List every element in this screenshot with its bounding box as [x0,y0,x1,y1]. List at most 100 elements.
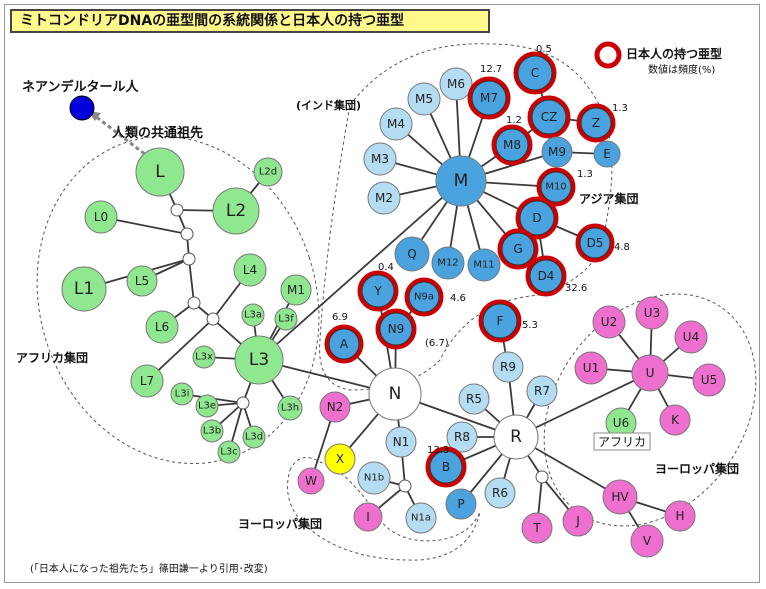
node-circle [445,488,477,520]
junction-node [180,227,194,241]
node-circle [692,363,726,397]
node-l1: L1 [61,266,107,312]
node-label: D5 [587,236,604,250]
africa-group-label: アフリカ集団 [16,350,88,365]
node-m2: M2 [367,181,401,215]
node-i: I [353,502,383,532]
node-label: U4 [683,330,699,344]
japanese-ring [575,223,615,263]
node-circle [319,391,351,423]
node-circle [280,274,312,306]
node-m6: M6 [439,67,473,101]
node-r9: R9 [492,351,524,383]
node-l3i: L3i [170,382,194,406]
node-x: X [324,443,356,475]
node-circle [367,181,401,215]
node-circle [130,364,164,398]
node-circle [519,200,555,236]
frequency-label: 0.5 [536,44,552,55]
node-n1b: N1b [357,461,391,495]
node-label: M [454,171,469,191]
frequency-label: 6.9 [332,312,348,323]
node-circle [541,136,573,168]
node-label: R [510,427,522,447]
node-circle [242,425,266,449]
node-circle [277,395,303,421]
edge-R-U [515,372,651,438]
frequency-label: 12.7 [480,64,502,75]
node-label: L3f [278,314,294,325]
node-circle [630,524,664,558]
node-circle [61,266,107,312]
node-m3: M3 [363,142,397,176]
europe-group-right-label: ヨーロッパ集団 [655,461,739,476]
edge-j3-j4 [188,258,195,304]
node-label: M11 [473,260,494,271]
node-label: U6 [613,416,629,430]
node-circle [580,107,612,139]
legend-ring-icon [594,41,622,69]
node-circle [145,310,179,344]
node-circle [379,312,413,346]
node-label: L3x [195,352,213,363]
node-label: N1a [411,513,431,524]
node-circle [385,426,417,458]
europe-region-right [543,293,757,527]
node-n9: N9(6.7) [375,308,449,350]
node-label: L3h [281,403,299,414]
node-l2: L2 [212,187,260,235]
node-m: M [435,155,487,207]
node-label: U2 [601,315,617,329]
node-l0: L0 [84,200,118,234]
node-label: U3 [644,306,660,320]
node-circle [635,296,669,330]
node-circle [540,171,572,203]
node-l3c: L3c [217,440,241,464]
node-label: U5 [701,373,717,387]
node-label: R8 [454,430,470,444]
edge-L3-M [258,180,462,361]
node-l7: L7 [130,364,164,398]
node-n1a: N1a [405,502,437,534]
node-label: L6 [155,320,169,334]
node-circle [200,419,224,443]
node-circle [363,142,397,176]
node-m4: M4 [379,107,413,141]
node-label: M10 [545,182,566,193]
node-n1: N1 [385,426,417,458]
node-label: L3i [175,389,190,400]
node-u6: U6 [605,407,637,439]
legend-sub: 数値は頻度(%) [648,63,715,76]
node-label: W [305,474,317,488]
japanese-ring [467,76,511,120]
labels-layer: ネアンデルタール人 人類の共通祖先 アフリカ集団 (インド集団) アジア集団 ヨ… [16,41,739,575]
node-label: L7 [140,374,154,388]
junction-node [535,470,549,484]
node-l6: L6 [145,310,179,344]
node-label: E [603,147,611,161]
node-label: H [675,509,684,523]
node-circle [492,351,524,383]
node-circle [562,505,594,537]
japanese-ring [324,324,364,364]
node-l3: L3 [234,335,284,385]
africa-region [36,135,320,465]
node-v: V [630,524,664,558]
node-label: M7 [480,91,498,105]
node-label: A [340,337,349,351]
node-l3b: L3b [200,419,224,443]
node-circle [593,140,621,168]
node-k: K [659,404,691,436]
node-p: P [445,488,477,520]
japanese-ring [478,299,522,343]
node-circle [253,157,283,187]
node-n2: N2 [319,391,351,423]
node-label: M3 [371,152,389,166]
node-circle [529,259,563,293]
japanese-ring [375,308,417,350]
node-label: U1 [583,361,599,375]
neanderthal-link [94,114,151,160]
node-r7: R7 [526,375,558,407]
